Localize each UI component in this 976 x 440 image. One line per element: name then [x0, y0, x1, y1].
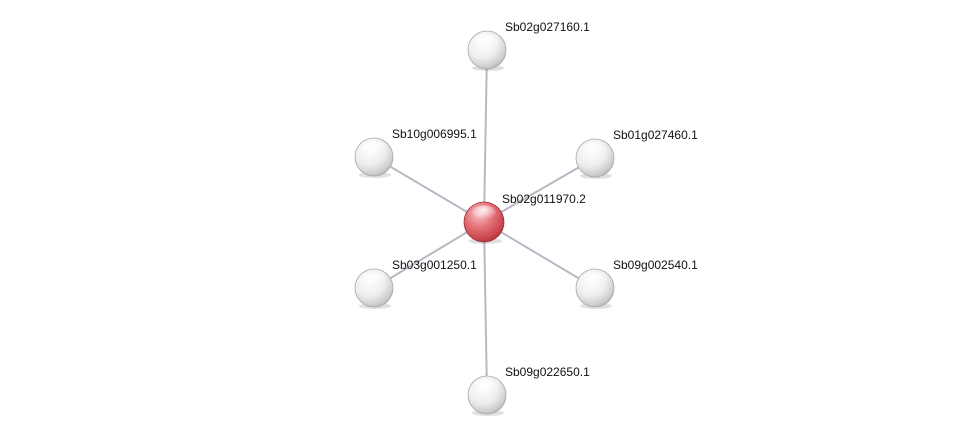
interaction-edge	[373, 156, 485, 223]
neighbor-node[interactable]: Sb10g006995.1	[354, 127, 477, 178]
neighbor-node[interactable]: Sb03g001250.1	[354, 258, 477, 309]
interaction-edge	[373, 221, 485, 289]
node-label: Sb09g022650.1	[505, 365, 590, 379]
node-highlight	[583, 142, 607, 157]
node-highlight	[475, 34, 499, 49]
node-label: Sb02g011970.2	[502, 192, 586, 206]
edges-layer	[373, 49, 596, 396]
neighbor-node[interactable]: Sb09g002540.1	[575, 258, 698, 309]
neighbor-node[interactable]: Sb02g027160.1	[467, 20, 590, 71]
interaction-edge	[483, 157, 596, 223]
node-highlight	[475, 379, 499, 394]
node-label: Sb02g027160.1	[505, 20, 590, 34]
node-label: Sb03g001250.1	[392, 258, 477, 272]
node-highlight	[583, 272, 607, 287]
interaction-edge	[483, 49, 488, 223]
node-label: Sb01g027460.1	[613, 128, 698, 142]
node-label: Sb10g006995.1	[392, 127, 477, 141]
neighbor-node[interactable]: Sb01g027460.1	[575, 128, 698, 179]
node-highlight	[362, 141, 386, 156]
node-highlight	[471, 205, 497, 221]
node-highlight	[362, 272, 386, 287]
interaction-edge	[483, 221, 596, 289]
query-protein-node[interactable]: Sb02g011970.2	[463, 192, 586, 244]
node-label: Sb09g002540.1	[613, 258, 698, 272]
interaction-edge	[483, 221, 488, 396]
neighbor-node[interactable]: Sb09g022650.1	[467, 365, 590, 416]
